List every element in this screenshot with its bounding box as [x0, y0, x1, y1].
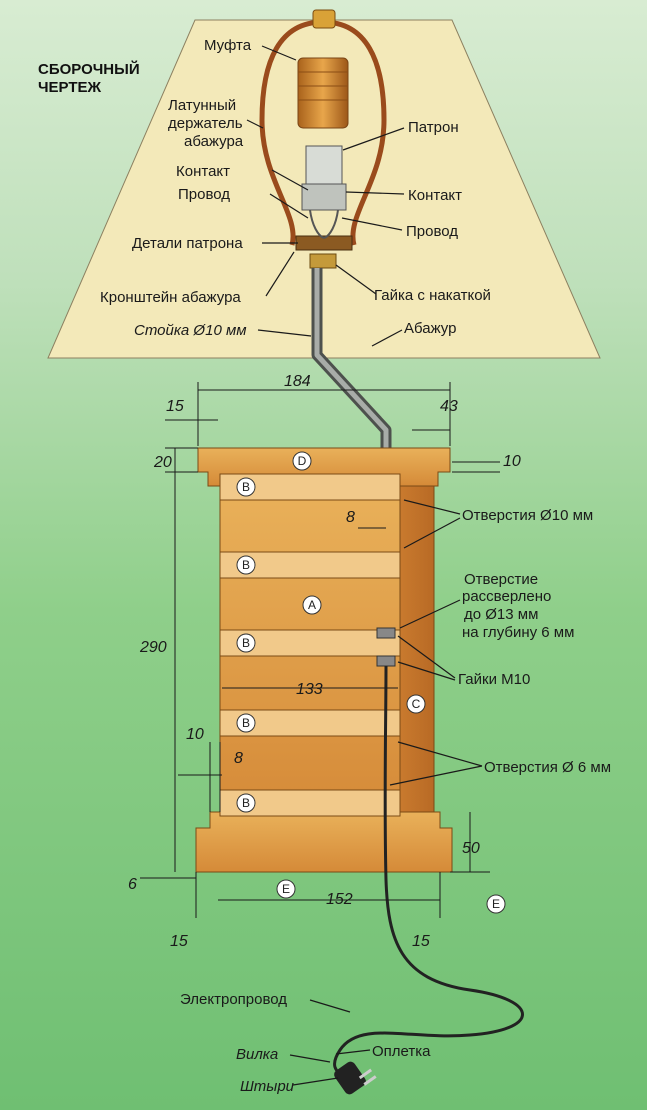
dim-15-bottom-right: 15 — [412, 933, 430, 950]
part-marker-d: D — [292, 451, 312, 471]
dim-15-bottom-left: 15 — [170, 933, 188, 950]
part-marker-b: B — [236, 477, 256, 497]
svg-text:B: B — [242, 716, 250, 730]
shade-holder-harp — [259, 19, 324, 246]
dim-10-top: 10 — [503, 453, 521, 470]
dim-10-side: 10 — [186, 726, 204, 743]
label-cord: Электропровод — [180, 991, 287, 1008]
label-holder-1: Латунный — [168, 97, 236, 114]
nut-m10 — [376, 627, 396, 639]
title-line-1: СБОРОЧНЫЙ — [38, 60, 140, 78]
label-contact-left: Контакт — [176, 163, 230, 180]
label-drill-1: Отверстие — [464, 571, 538, 588]
label-braid: Оплетка — [372, 1043, 431, 1060]
dim-290: 290 — [139, 639, 167, 656]
dim-152: 152 — [326, 891, 353, 908]
finial — [312, 9, 336, 29]
label-holder-2: держатель — [168, 115, 243, 132]
coupling — [297, 57, 349, 129]
label-coupling: Муфта — [204, 37, 252, 54]
part-marker-a: A — [302, 595, 322, 615]
svg-text:C: C — [412, 697, 421, 711]
label-holes-6: Отверстия Ø 6 мм — [484, 759, 611, 776]
svg-text:E: E — [282, 882, 290, 896]
label-wire-left: Провод — [178, 186, 230, 203]
electrical-cord — [333, 665, 524, 1078]
label-contact-right: Контакт — [408, 187, 462, 204]
label-socket-parts: Детали патрона — [132, 235, 243, 252]
dim-133: 133 — [296, 681, 323, 698]
label-holder-3: абажура — [184, 133, 244, 150]
part-bottom-plinth — [195, 811, 453, 873]
part-marker-b: B — [236, 633, 256, 653]
label-drill-3: до Ø13 мм — [464, 606, 538, 623]
label-rod: Стойка Ø10 мм — [134, 322, 247, 339]
label-socket: Патрон — [408, 119, 459, 136]
dim-15-top: 15 — [166, 398, 184, 415]
label-plug: Вилка — [236, 1046, 278, 1063]
dim-50: 50 — [462, 840, 480, 857]
svg-text:B: B — [242, 558, 250, 572]
label-drill-4: на глубину 6 мм — [462, 624, 574, 641]
part-marker-b: B — [236, 713, 256, 733]
part-marker-b: B — [236, 555, 256, 575]
part-marker-c: C — [406, 694, 426, 714]
svg-text:B: B — [242, 796, 250, 810]
label-wire-right: Провод — [406, 223, 458, 240]
svg-text:B: B — [242, 480, 250, 494]
dim-8-top: 8 — [346, 509, 355, 526]
dim-6: 6 — [128, 876, 137, 893]
part-marker-e: E — [276, 879, 296, 899]
nut-m10 — [376, 655, 396, 667]
part-marker-e: E — [486, 894, 506, 914]
part-marker-b: B — [236, 793, 256, 813]
plug — [334, 1061, 377, 1095]
svg-text:A: A — [308, 598, 316, 612]
dim-20: 20 — [153, 454, 172, 471]
label-drill-2: рассверлено — [462, 588, 551, 605]
label-holes-10: Отверстия Ø10 мм — [462, 507, 593, 524]
label-pins: Штыри — [240, 1078, 295, 1095]
dim-184: 184 — [284, 373, 311, 390]
knurled-nut — [309, 253, 337, 269]
svg-text:E: E — [492, 897, 500, 911]
socket — [305, 145, 343, 187]
dim-43: 43 — [440, 398, 458, 415]
label-knurled-nut: Гайка с накаткой — [374, 287, 491, 304]
label-nuts-m10: Гайки М10 — [458, 671, 530, 688]
dim-8-side: 8 — [234, 750, 243, 767]
part-c-side — [399, 485, 435, 817]
svg-text:B: B — [242, 636, 250, 650]
title-line-2: ЧЕРТЕЖ — [38, 79, 102, 96]
label-shade: Абажур — [404, 320, 456, 337]
svg-text:D: D — [298, 454, 307, 468]
label-shade-bracket: Кронштейн абажура — [100, 289, 241, 306]
